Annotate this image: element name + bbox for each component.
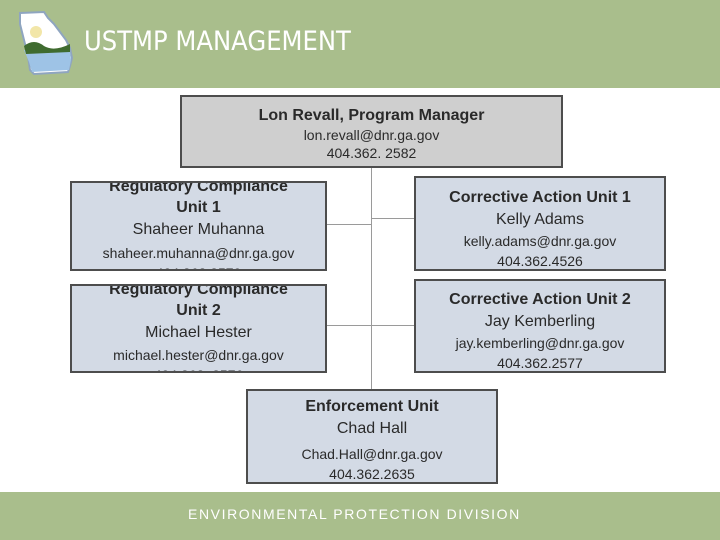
corrective-2-unit: Corrective Action Unit 2	[449, 291, 631, 308]
regulatory-2-person: Michael Hester	[145, 324, 252, 341]
corrective-1-unit: Corrective Action Unit 1	[449, 189, 631, 206]
footer-band: ENVIRONMENTAL PROTECTION DIVISION	[0, 492, 720, 540]
regulatory-2-unit-line1: Regulatory Compliance	[109, 284, 288, 298]
regulatory-2-email: michael.hester@dnr.ga.gov	[113, 347, 284, 363]
regulatory-compliance-unit-2-box: Regulatory Compliance Unit 2 Michael Hes…	[70, 284, 327, 373]
corrective-1-email: kelly.adams@dnr.ga.gov	[463, 233, 617, 249]
enforcement-email: Chad.Hall@dnr.ga.gov	[301, 446, 443, 462]
regulatory-2-phone: 404.362. 2576	[72, 365, 325, 371]
corrective-1-person: Kelly Adams	[495, 211, 585, 228]
manager-name-title: Lon Revall, Program Manager	[258, 107, 485, 124]
manager-phone: 404.362. 2582	[326, 145, 417, 161]
enforcement-unit: Enforcement Unit	[305, 398, 439, 415]
regulatory-compliance-unit-1-box: Regulatory Compliance Unit 1 Shaheer Muh…	[70, 181, 327, 271]
program-manager-box: Lon Revall, Program Manager lon.revall@d…	[180, 95, 563, 168]
corrective-1-phone: 404.362.4526	[497, 253, 583, 269]
corrective-action-unit-1-box: Corrective Action Unit 1 Kelly Adams kel…	[414, 176, 666, 271]
connector-corrective-1	[371, 218, 414, 219]
georgia-logo-icon	[19, 10, 74, 76]
corrective-2-person: Jay Kemberling	[484, 313, 596, 330]
connector-regulatory-2	[327, 325, 371, 326]
regulatory-1-unit-line2: Unit 1	[176, 199, 221, 216]
enforcement-phone: 404.362.2635	[329, 466, 415, 482]
regulatory-1-phone: 404.362.2579	[72, 263, 325, 269]
page-title: USTMP MANAGEMENT	[84, 26, 351, 57]
corrective-2-email: jay.kemberling@dnr.ga.gov	[455, 335, 625, 351]
enforcement-person: Chad Hall	[336, 420, 408, 437]
corrective-2-phone: 404.362.2577	[497, 355, 583, 371]
corrective-action-unit-2-box: Corrective Action Unit 2 Jay Kemberling …	[414, 279, 666, 373]
regulatory-1-person: Shaheer Muhanna	[132, 221, 265, 238]
regulatory-1-email: shaheer.muhanna@dnr.ga.gov	[102, 245, 295, 261]
regulatory-1-unit-line1: Regulatory Compliance	[109, 181, 288, 195]
regulatory-2-unit-line2: Unit 2	[176, 302, 221, 319]
connector-regulatory-1	[327, 224, 371, 225]
manager-email: lon.revall@dnr.ga.gov	[303, 127, 440, 143]
connector-trunk	[371, 168, 372, 390]
header-band: USTMP MANAGEMENT	[0, 0, 720, 88]
footer-division-name: ENVIRONMENTAL PROTECTION DIVISION	[188, 506, 521, 522]
enforcement-unit-box: Enforcement Unit Chad Hall Chad.Hall@dnr…	[246, 389, 498, 484]
connector-corrective-2	[371, 325, 414, 326]
